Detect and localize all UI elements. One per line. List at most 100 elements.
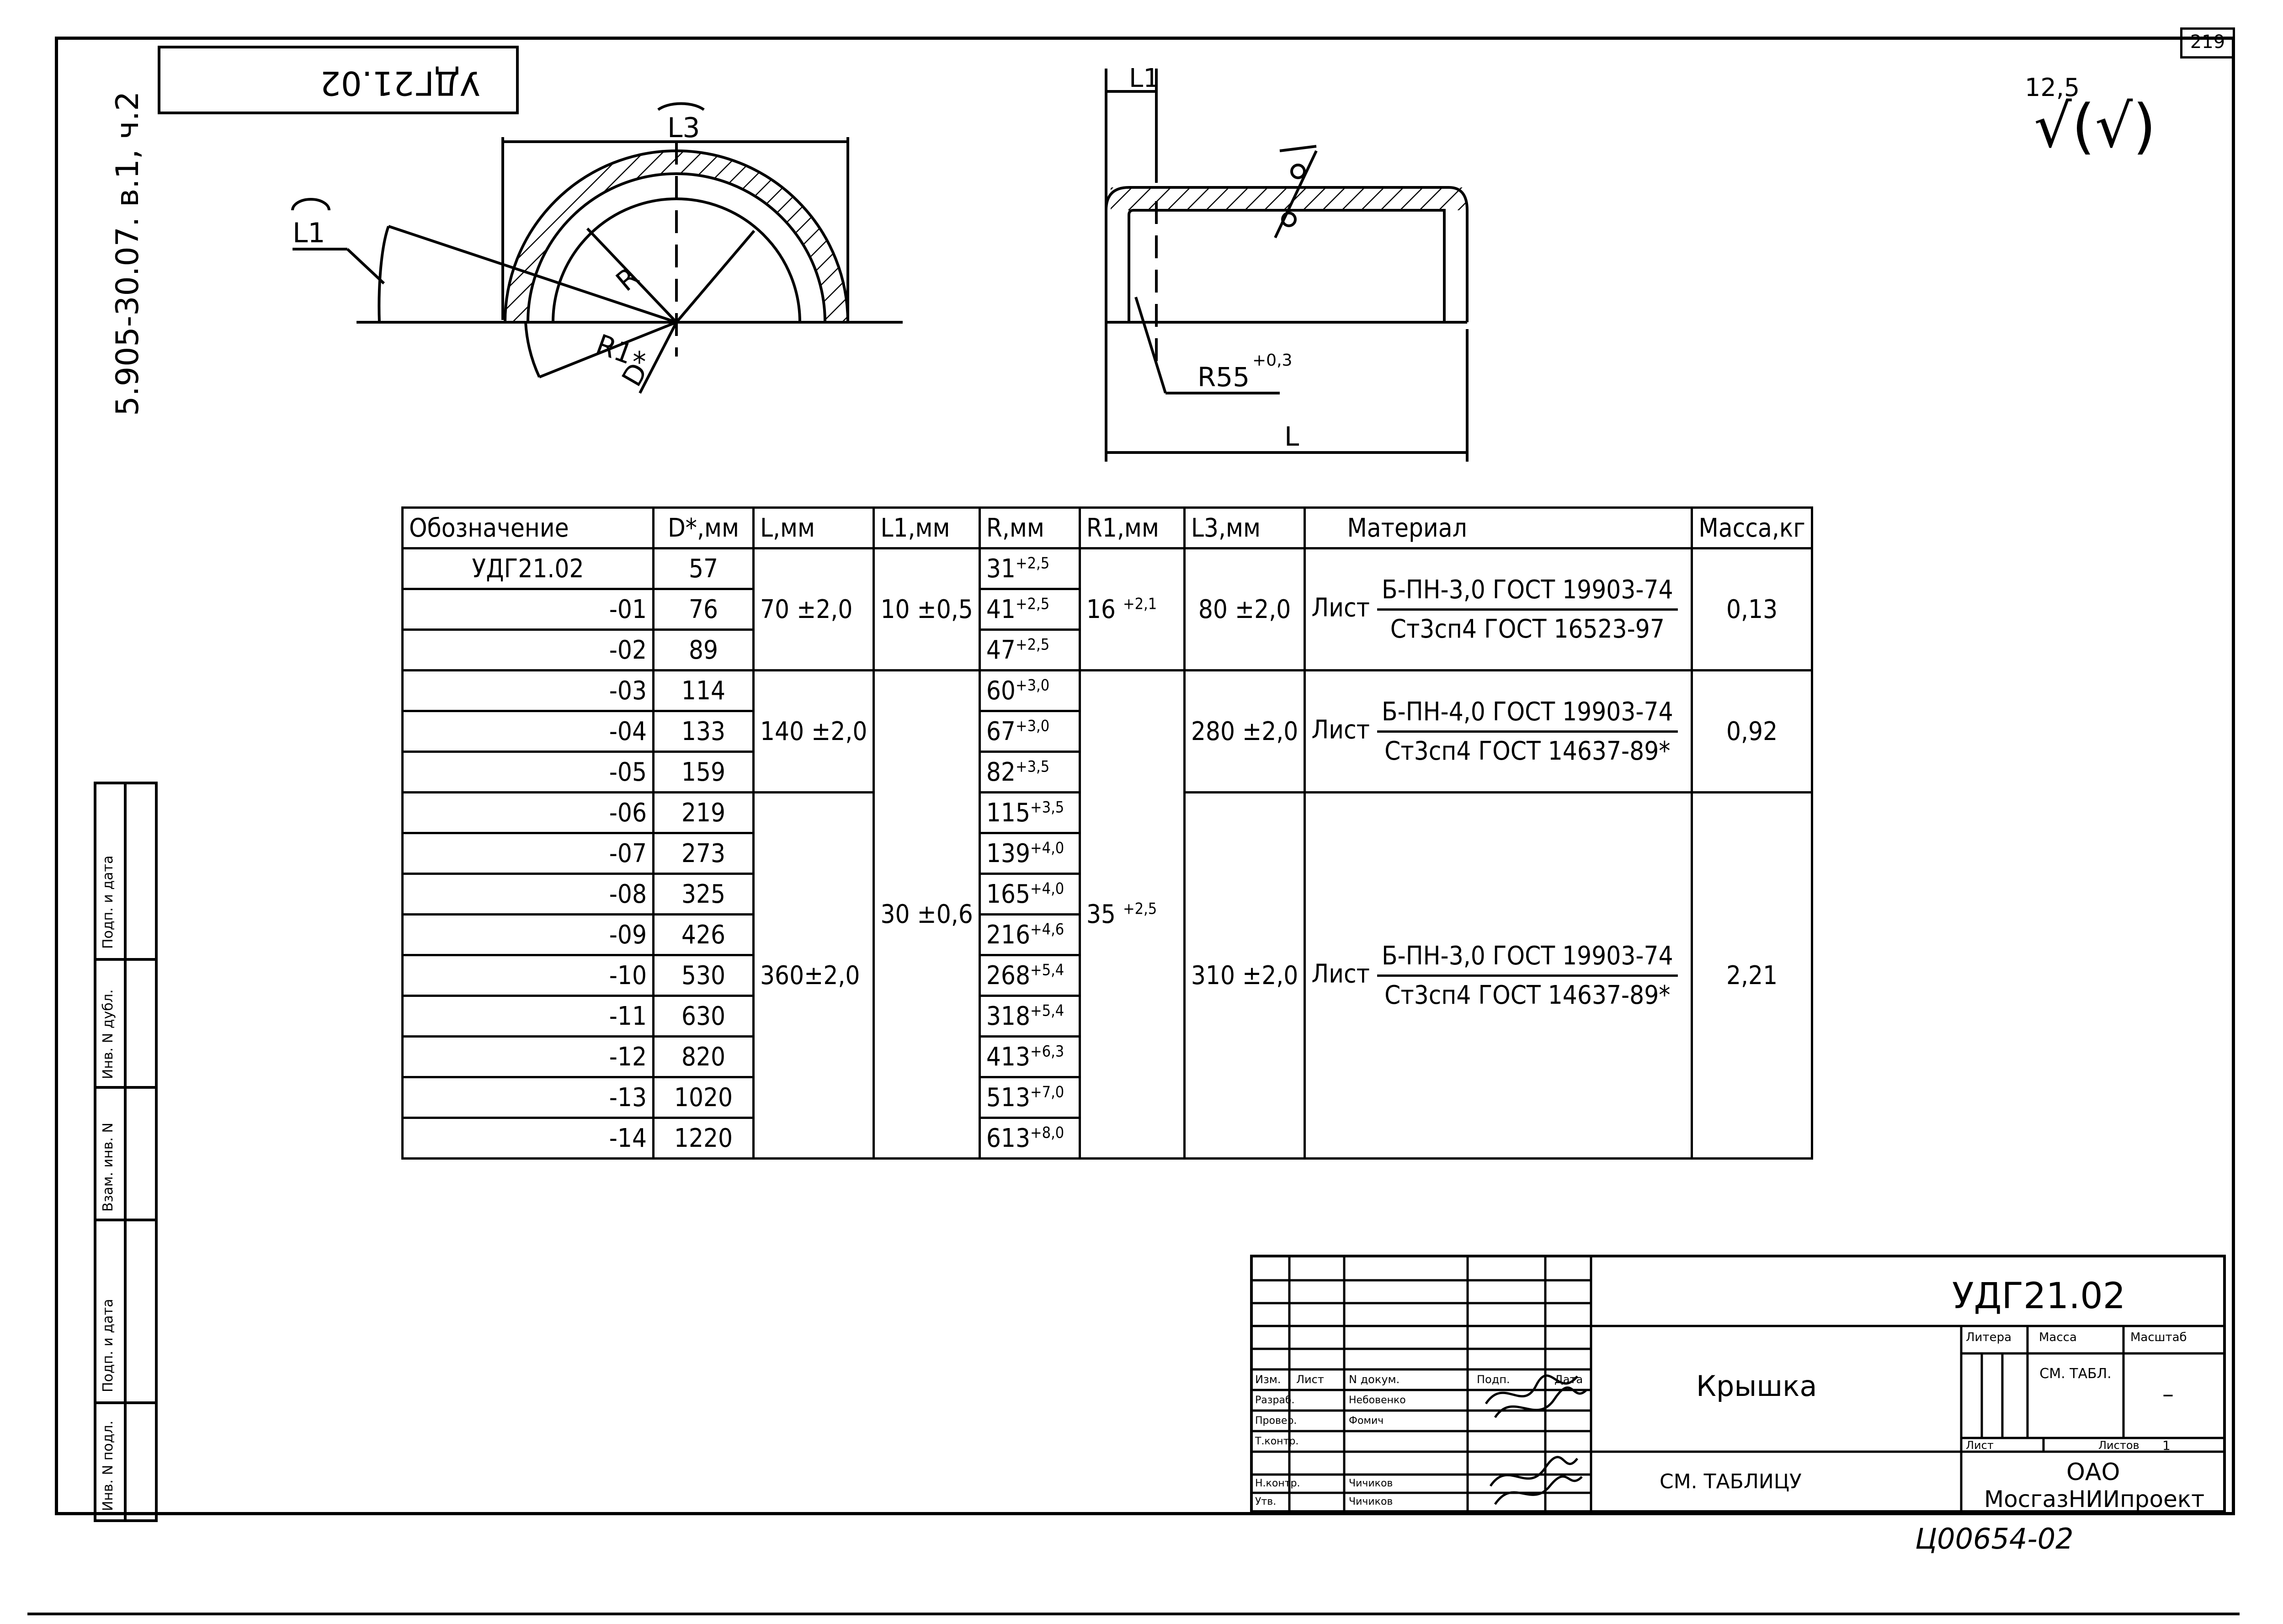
cell-designation: -14	[401, 1117, 655, 1160]
cell-designation: -11	[401, 995, 655, 1038]
stamp-label-dubl: Инв. N дубл.	[100, 989, 116, 1080]
bottom-code: Ц00654-02	[1915, 1522, 2074, 1555]
label-l1: L1	[293, 217, 325, 249]
person-nkontr: Чичиков	[1349, 1478, 1393, 1489]
label-r55: R55	[1197, 362, 1250, 393]
outer-frame-line	[55, 37, 2235, 39]
cell-designation: -08	[401, 873, 655, 916]
cell-r: 318+5,4	[978, 995, 1081, 1038]
cell-r: 115+3,5	[978, 791, 1081, 834]
cell-d: 630	[652, 995, 755, 1038]
table-row: -03 114 140 ±2,0 30 ±0,6 60+3,0 35 +2,5 …	[401, 669, 1813, 1160]
label-l: L	[1284, 421, 1299, 452]
cell-designation: -06	[401, 791, 655, 834]
r-value: 31	[986, 554, 1016, 584]
person-prover: Фомич	[1349, 1415, 1384, 1427]
r-tol: +5,4	[1030, 960, 1064, 979]
cell-l: 140 ±2,0	[752, 669, 875, 793]
cell-material: Лист Б-ПН-3,0 ГОСТ 19903-74 Ст3сп4 ГОСТ …	[1304, 791, 1693, 1160]
header-designation: Обозначение	[401, 506, 655, 549]
role-nkontr: Н.контр.	[1255, 1478, 1300, 1489]
r-tol: +6,3	[1030, 1042, 1064, 1060]
cell-designation: -09	[401, 913, 655, 956]
material-bottom: Ст3сп4 ГОСТ 14637-89*	[1384, 736, 1671, 766]
r-tol: +3,5	[1015, 757, 1050, 776]
header-mass: Масса,кг	[1691, 506, 1813, 549]
title-name: Крышка	[1696, 1369, 1817, 1403]
label-r55-tol: +0,3	[1252, 351, 1292, 370]
cell-d: 159	[652, 751, 755, 793]
cell-l3: 310 ±2,0	[1183, 791, 1306, 1160]
r-value: 513	[986, 1082, 1030, 1113]
cell-designation: -02	[401, 628, 655, 671]
cell-designation: -03	[401, 669, 655, 712]
table-row: -09 426 216+4,6	[401, 913, 1812, 956]
cell-d: 133	[652, 710, 755, 753]
title-code: УДГ21.02	[1952, 1276, 2126, 1317]
title-org-line2: МосгазНИИпроект	[1984, 1486, 2205, 1512]
header-l3: L3,мм	[1183, 506, 1306, 549]
cell-r: 139+4,0	[978, 832, 1081, 875]
cell-l1: 10 ±0,5	[873, 547, 981, 671]
table-row: -04 133 67+3,0	[401, 710, 1812, 753]
material-bottom: Ст3сп4 ГОСТ 14637-89*	[1384, 980, 1671, 1010]
cell-l: 70 ±2,0	[752, 547, 875, 671]
col-sign: Подп.	[1477, 1373, 1510, 1386]
table-row: УДГ21.02 57 70 ±2,0 10 ±0,5 31+2,5 16 +2…	[401, 547, 1813, 671]
r-tol: +5,4	[1030, 1001, 1064, 1020]
r-value: 82	[986, 757, 1016, 787]
r-value: 318	[986, 1001, 1030, 1031]
cell-r: 67+3,0	[978, 710, 1081, 753]
header-d: D*,мм	[652, 506, 755, 549]
cell-r1: 16 +2,1	[1078, 547, 1186, 671]
r-value: 268	[986, 960, 1030, 990]
cell-mass: 0,13	[1691, 547, 1813, 671]
person-utv: Чичиков	[1349, 1496, 1393, 1507]
cell-l: 360±2,0	[752, 791, 875, 1160]
cell-d: 273	[652, 832, 755, 875]
r-value: 41	[986, 594, 1016, 624]
r-tol: +4,0	[1030, 879, 1064, 898]
cell-d: 426	[652, 913, 755, 956]
header-l1: L1,мм	[873, 506, 981, 549]
cell-r1: 35 +2,5	[1078, 669, 1186, 1160]
label-l3: L3	[667, 112, 700, 144]
scale-value: –	[2162, 1381, 2174, 1407]
material-fraction: Б-ПН-4,0 ГОСТ 19903-74 Ст3сп4 ГОСТ 14637…	[1377, 697, 1678, 766]
table-row: -05 159 82+3,5	[401, 751, 1812, 793]
cell-d: 325	[652, 873, 755, 916]
header-r: R,мм	[978, 506, 1081, 549]
cell-r: 31+2,5	[978, 547, 1081, 590]
table-row: -10 530 268+5,4	[401, 954, 1812, 997]
header-l: L,мм	[752, 506, 875, 549]
cell-d: 1220	[652, 1117, 755, 1160]
title-material: СМ. ТАБЛИЦУ	[1660, 1470, 1802, 1493]
cell-l1: 30 ±0,6	[873, 669, 981, 1160]
mass-header: Масса	[2039, 1331, 2077, 1344]
cell-d: 57	[652, 547, 755, 590]
cell-r: 165+4,0	[978, 873, 1081, 916]
table-row: -14 1220 613+8,0	[401, 1117, 1812, 1160]
r-value: 115	[986, 798, 1030, 828]
mirror-code-box	[158, 46, 519, 114]
r-value: 47	[986, 635, 1016, 665]
cell-designation: -13	[401, 1076, 655, 1119]
cell-d: 530	[652, 954, 755, 997]
header-r1: R1,мм	[1078, 506, 1186, 549]
sheets-value: 1	[2162, 1438, 2171, 1453]
cell-r: 82+3,5	[978, 751, 1081, 793]
r-value: 413	[986, 1042, 1030, 1072]
cell-designation: -12	[401, 1035, 655, 1078]
r-tol: +2,5	[1015, 554, 1050, 572]
sheet-header: Лист	[1966, 1439, 1994, 1452]
stamp-rule	[96, 958, 155, 961]
material-prefix: Лист	[1311, 959, 1370, 989]
cell-d: 820	[652, 1035, 755, 1078]
table-header-row: Обозначение D*,мм L,мм L1,мм R,мм R1,мм …	[401, 506, 1813, 549]
material-top: Б-ПН-4,0 ГОСТ 19903-74	[1377, 697, 1678, 733]
material-prefix: Лист	[1311, 715, 1370, 745]
cell-d: 1020	[652, 1076, 755, 1119]
cell-d: 89	[652, 628, 755, 671]
cell-d: 76	[652, 588, 755, 631]
col-list: Лист	[1296, 1373, 1324, 1386]
